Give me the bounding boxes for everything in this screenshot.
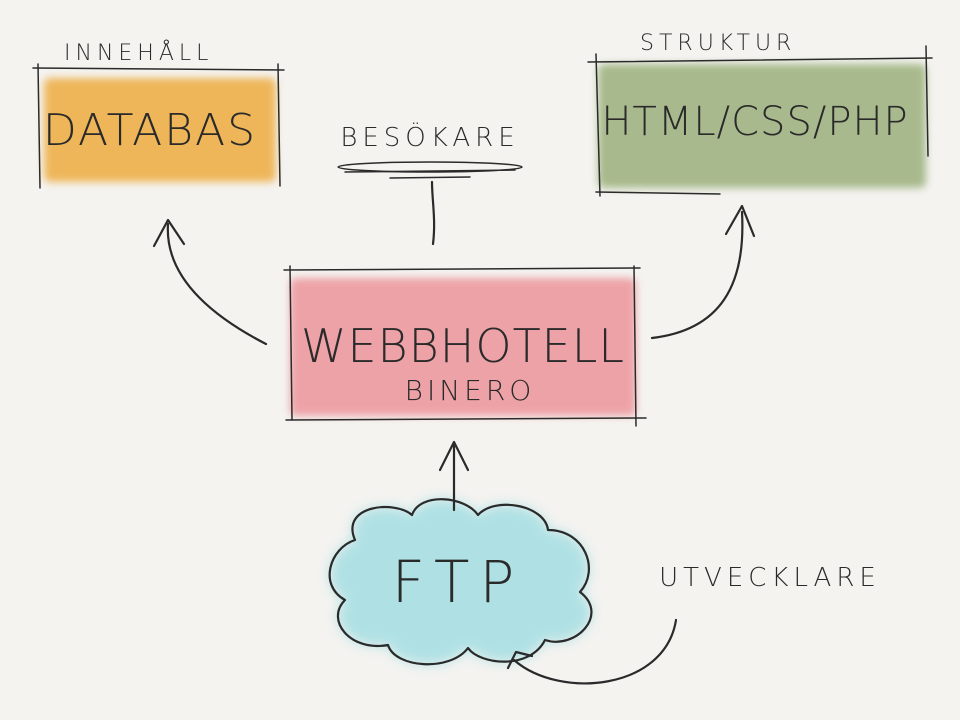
arrow-webhotel-to-databas-shaft (166, 222, 268, 346)
developer-label: UTVECKLARE (659, 563, 881, 593)
visitor-stand-lines (344, 169, 516, 179)
structure-bottom-line (595, 191, 721, 195)
arrow-ftp-to-webhotel-head (438, 440, 470, 472)
ftp-cloud-outline (328, 498, 593, 666)
databas-node: DATABAS INNEHÅLL (32, 40, 285, 189)
visitor-actor: BESÖKARE (337, 121, 523, 246)
arrow-webhotel-to-structure-head (724, 204, 756, 238)
webhotel-top-line (283, 267, 641, 271)
webhotel-node: WEBBHOTELL BINERO (283, 265, 647, 427)
visitor-stand-top (337, 161, 523, 173)
webhotel-label: WEBBHOTELL (301, 319, 625, 373)
structure-right-line (925, 45, 929, 157)
databas-caption: INNEHÅLL (64, 40, 213, 66)
developer-actor: UTVECKLARE (506, 563, 881, 685)
structure-caption: STRUKTUR (640, 31, 796, 56)
databas-label: DATABAS (43, 105, 257, 156)
ftp-node: FTP (328, 498, 593, 666)
databas-left-line (37, 63, 41, 189)
developer-connector (512, 618, 678, 685)
databas-fill (44, 78, 276, 182)
structure-fill (598, 64, 926, 188)
databas-top-line (32, 67, 285, 71)
ftp-label: FTP (392, 548, 525, 616)
arrow-ftp-to-webhotel (438, 440, 470, 512)
webhotel-right-line (633, 265, 637, 427)
visitor-connector (430, 180, 436, 246)
structure-top-line (587, 57, 933, 63)
databas-right-line (277, 63, 281, 187)
arrow-webhotel-to-databas (152, 218, 268, 346)
developer-arrowhead (506, 650, 534, 670)
structure-left-line (595, 53, 601, 197)
webhotel-left-line (289, 265, 293, 421)
webhotel-sublabel: BINERO (405, 374, 536, 407)
arrow-webhotel-to-structure (650, 204, 756, 340)
visitor-label: BESÖKARE (340, 121, 519, 153)
webhotel-bottom-line (285, 417, 647, 421)
arrow-webhotel-to-databas-head (152, 218, 186, 248)
structure-node: HTML/CSS/PHP STRUKTUR (587, 31, 933, 197)
arrow-webhotel-to-structure-shaft (650, 210, 744, 340)
webhotel-fill (290, 278, 636, 416)
ftp-fill (329, 499, 592, 665)
structure-label: HTML/CSS/PHP (601, 99, 908, 145)
